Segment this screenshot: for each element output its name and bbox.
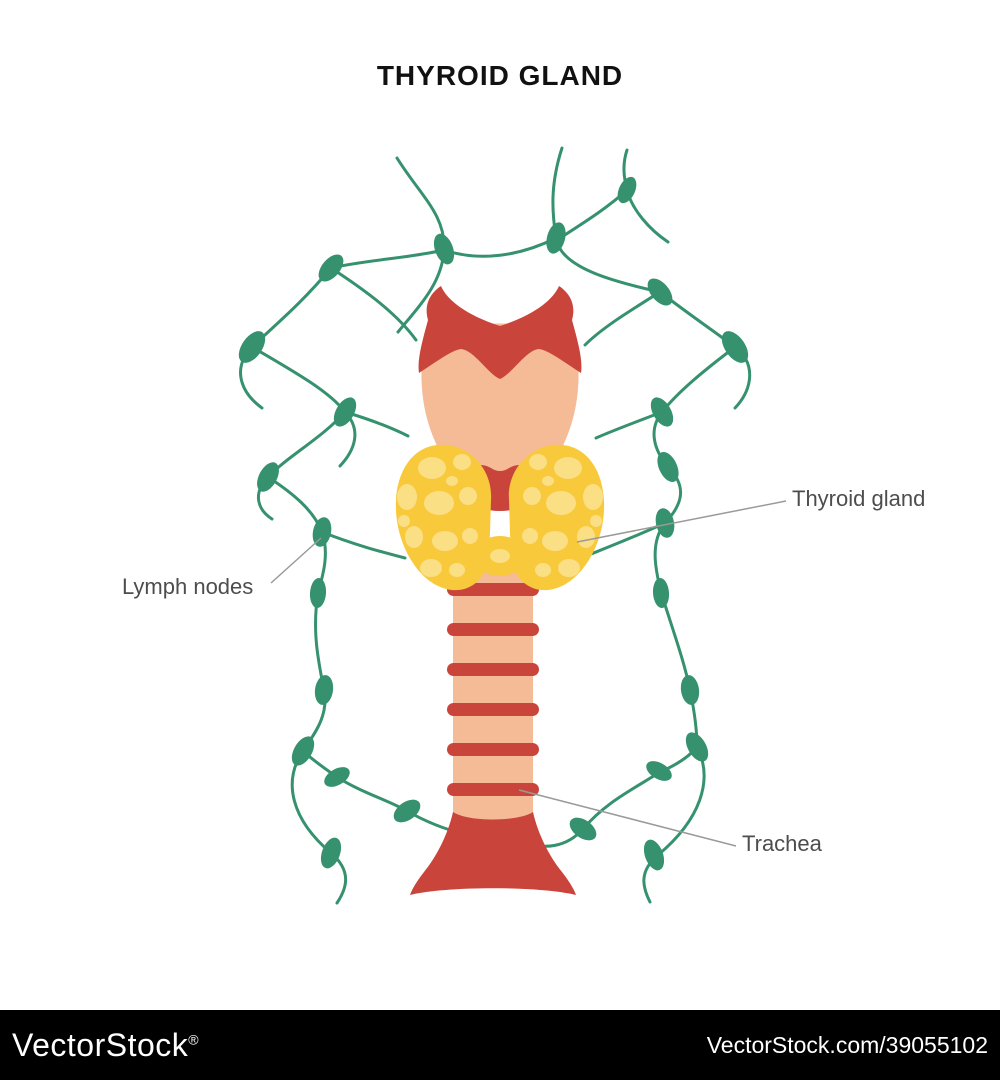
lymph-node [650,397,674,427]
thyroid-spot [490,549,510,563]
lymph-vessel [301,591,327,753]
thyroid-spot [535,563,551,577]
lymph-node [685,732,709,762]
thyroid-left-lobe [395,444,492,591]
lymph-node [257,462,279,492]
lymph-vessel [642,745,706,904]
label-trachea: Trachea [742,831,822,856]
thyroid-gland-shape [395,444,605,591]
thyroid-spot [432,531,458,551]
thyroid-spot [590,515,602,527]
pointer-lines [270,500,787,847]
lymph-node [309,578,327,608]
vectorstock-brand-text: VectorStock [12,1026,189,1063]
trachea-rings [410,583,576,895]
thyroid-spot [522,528,538,544]
lymph-node [333,397,357,427]
lymph-node [318,254,344,282]
lymph-node [652,578,670,608]
lymph-vessel [329,248,446,270]
lymph-vessel [442,236,558,258]
thyroid-spot [558,559,580,577]
trachea-ring [447,783,539,796]
thyroid-spot [542,476,554,486]
trachea-flare-shape [410,812,576,895]
thyroid-spot [418,457,446,479]
lymph-vessel [524,745,699,848]
thyroid-spot [577,526,595,548]
lymph-vessel [301,749,466,836]
lymph-node [617,176,637,204]
thyroid-spot [546,491,576,515]
lymph-node [680,675,700,705]
trachea-tube-shape [453,548,533,826]
lymph-node [647,278,673,306]
lymph-vessel [555,188,629,242]
thyroid-spot [446,476,458,486]
thyroid-spots [397,454,603,577]
thyroid-spot [583,484,603,510]
thyroid-spot [420,559,442,577]
lymph-node [312,517,332,547]
lymph-vessel [594,410,664,440]
thyroid-spot [397,484,417,510]
lymph-vessel [659,590,699,749]
label-thyroid-gland: Thyroid gland [792,486,926,511]
trachea-tube [453,548,533,826]
thyroid-right-lobe [508,444,605,591]
trachea-ring [447,703,539,716]
lymph-vessel [290,749,348,905]
registered-mark: ® [188,1030,200,1047]
lymph-node [320,837,342,869]
thyroid-spot [542,531,568,551]
thyroid-spot [462,528,478,544]
lymph-node [569,817,597,841]
thyroid-spot [405,526,423,548]
lymph-node [324,767,350,787]
thyroid-spot [398,515,410,527]
pointer-line-trachea [518,789,737,847]
trachea-ring [447,663,539,676]
watermark-bar: VectorStock® VectorStock.com/39055102 [0,1010,1000,1080]
pointer-line-lymph [270,537,322,584]
lymph-node [546,222,566,254]
lymph-node [393,799,421,823]
lymph-node [657,452,679,482]
thyroid-spot [424,491,454,515]
lymph-vessel [583,290,662,347]
thyroid-spot [453,454,471,470]
pointer-line-thyroid [576,500,787,543]
lymph-node [646,761,672,781]
lymph-vessel [329,266,418,342]
thyroid-spot [459,487,477,505]
lymph-nodes-group [238,176,749,871]
lymph-node [643,839,665,871]
vectorstock-image-ref: VectorStock.com/39055102 [706,1031,988,1058]
lymph-vessel [320,530,407,560]
trachea-ring [447,743,539,756]
thyroid-spot [554,457,582,479]
lymph-node [721,331,749,363]
lymph-node [314,675,334,705]
thyroid-cartilage-shape [418,286,582,379]
lymph-node [238,331,266,363]
lymph-node [655,508,675,538]
lymph-node [291,736,315,766]
thyroid-spot [449,563,465,577]
vectorstock-logo: VectorStock® [12,1027,199,1064]
trachea-ring [447,623,539,636]
thyroid-spot [523,487,541,505]
thyroid-spot [529,454,547,470]
label-lymph-nodes: Lymph nodes [122,574,254,599]
page-title: THYROID GLAND [376,60,624,91]
lymph-node [433,233,455,265]
